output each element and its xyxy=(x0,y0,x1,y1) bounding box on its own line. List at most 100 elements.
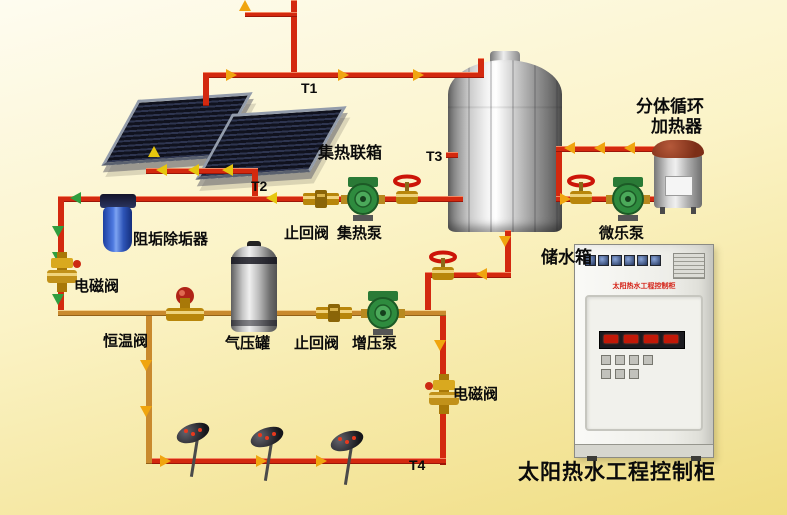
indicator-light xyxy=(624,255,635,266)
cabinet-base xyxy=(575,444,713,457)
label-t1: T1 xyxy=(301,80,318,96)
control-cabinet: 太阳热水工程控制柜 xyxy=(574,244,714,461)
indicator-light xyxy=(611,255,622,266)
pipe-segment xyxy=(291,0,297,76)
pipe-segment xyxy=(146,168,258,174)
heater-leg xyxy=(660,207,665,214)
solenoid-valve-left xyxy=(41,252,83,297)
flow-arrow xyxy=(434,340,446,351)
label-thermostat: 恒温阀 xyxy=(103,333,149,350)
pipe-segment xyxy=(478,58,484,78)
control-button xyxy=(629,369,639,379)
cabinet-door xyxy=(585,295,703,431)
label-cabinet-title: 太阳热水工程控制柜 xyxy=(518,461,716,484)
label-heat-pump: 集热泵 xyxy=(337,225,383,242)
flow-arrow xyxy=(156,164,167,176)
flow-arrow xyxy=(316,455,327,467)
descaler-filter xyxy=(100,194,136,254)
heater-leg xyxy=(691,207,696,214)
thermostatic-valve xyxy=(162,284,208,335)
solenoid-valve-right xyxy=(423,374,465,419)
label-split-heater-1: 分体循环 xyxy=(636,97,704,116)
pressure-tank-cap xyxy=(247,241,261,250)
label-check-valve-mid: 止回阀 xyxy=(294,335,340,352)
spray-dot xyxy=(265,436,269,440)
pipe-segment xyxy=(505,230,511,278)
check-valve-mid xyxy=(316,304,352,327)
cabinet-foot xyxy=(587,456,597,461)
shower-head-1 xyxy=(173,418,216,480)
flow-arrow xyxy=(239,0,251,11)
led-readout xyxy=(644,335,658,343)
label-booster-pump: 增压泵 xyxy=(352,335,398,352)
flow-arrow xyxy=(564,142,575,154)
cabinet-foot xyxy=(691,456,701,461)
control-button xyxy=(629,355,639,365)
flow-arrow xyxy=(624,142,635,154)
flow-arrow xyxy=(188,164,199,176)
label-check-valve-top: 止回阀 xyxy=(284,225,330,242)
spray-dot xyxy=(338,437,342,441)
spray-dot xyxy=(345,440,349,444)
label-t3: T3 xyxy=(426,148,443,164)
control-button xyxy=(643,355,653,365)
flow-arrow xyxy=(52,226,64,237)
booster-pump xyxy=(361,289,405,342)
flow-arrow xyxy=(160,455,171,467)
label-split-heater-2: 加热器 xyxy=(651,117,702,136)
storage-tank xyxy=(448,51,562,232)
pipe-segment xyxy=(58,196,463,202)
indicator-light xyxy=(637,255,648,266)
tank-body xyxy=(448,60,562,232)
label-pressure-tank: 气压罐 xyxy=(225,335,271,352)
label-t2: T2 xyxy=(251,178,268,194)
pressure-tank-band xyxy=(231,257,277,264)
label-micro-pump: 微乐泵 xyxy=(599,225,645,242)
flow-arrow xyxy=(52,294,64,305)
flow-arrow xyxy=(256,455,267,467)
flow-arrow xyxy=(560,193,571,205)
control-button xyxy=(601,355,611,365)
flow-arrow xyxy=(338,69,349,81)
flow-arrow xyxy=(148,146,160,157)
split-circulation-heater xyxy=(652,140,704,214)
flow-arrow xyxy=(413,69,424,81)
pipe-segment xyxy=(252,168,258,202)
shower-head-2 xyxy=(247,422,290,484)
heat-collection-pump xyxy=(341,175,385,228)
pipe-segment xyxy=(146,458,446,464)
control-button xyxy=(601,369,611,379)
shower-head-3 xyxy=(327,426,370,488)
indicator-light xyxy=(650,255,661,266)
gate-valve-tank-outlet xyxy=(428,250,458,287)
shower-stand xyxy=(189,437,200,477)
gate-valve-heater-loop xyxy=(566,174,596,211)
vent-grille xyxy=(673,253,705,279)
flow-arrow xyxy=(476,268,487,280)
cabinet-nameplate: 太阳热水工程控制柜 xyxy=(612,283,676,290)
flow-arrow xyxy=(226,69,237,81)
pipe-segment xyxy=(556,146,668,152)
led-display-strip xyxy=(599,331,685,349)
pipe-segment xyxy=(146,314,152,464)
label-storage-tank: 储水箱 xyxy=(541,248,592,267)
circulation-pump xyxy=(606,175,650,228)
label-solenoid-left: 电磁阀 xyxy=(74,278,120,295)
flow-arrow xyxy=(140,406,152,417)
heater-nameplate xyxy=(665,176,693,196)
flow-arrow xyxy=(140,360,152,371)
pipe-segment xyxy=(203,72,209,106)
flow-arrow xyxy=(594,142,605,154)
flow-arrow xyxy=(499,236,511,247)
t3-sensor-tick xyxy=(446,152,458,158)
pipe-segment xyxy=(425,272,511,278)
spray-dot xyxy=(258,433,262,437)
label-manifold: 集热联箱 xyxy=(318,145,383,162)
label-solenoid-right: 电磁阀 xyxy=(453,386,499,403)
filter-body xyxy=(103,207,132,252)
pressure-tank-band xyxy=(231,320,277,326)
spray-dot xyxy=(184,429,188,433)
spray-dot xyxy=(272,432,276,436)
flow-arrow xyxy=(266,192,277,204)
pipe-segment xyxy=(245,12,297,17)
